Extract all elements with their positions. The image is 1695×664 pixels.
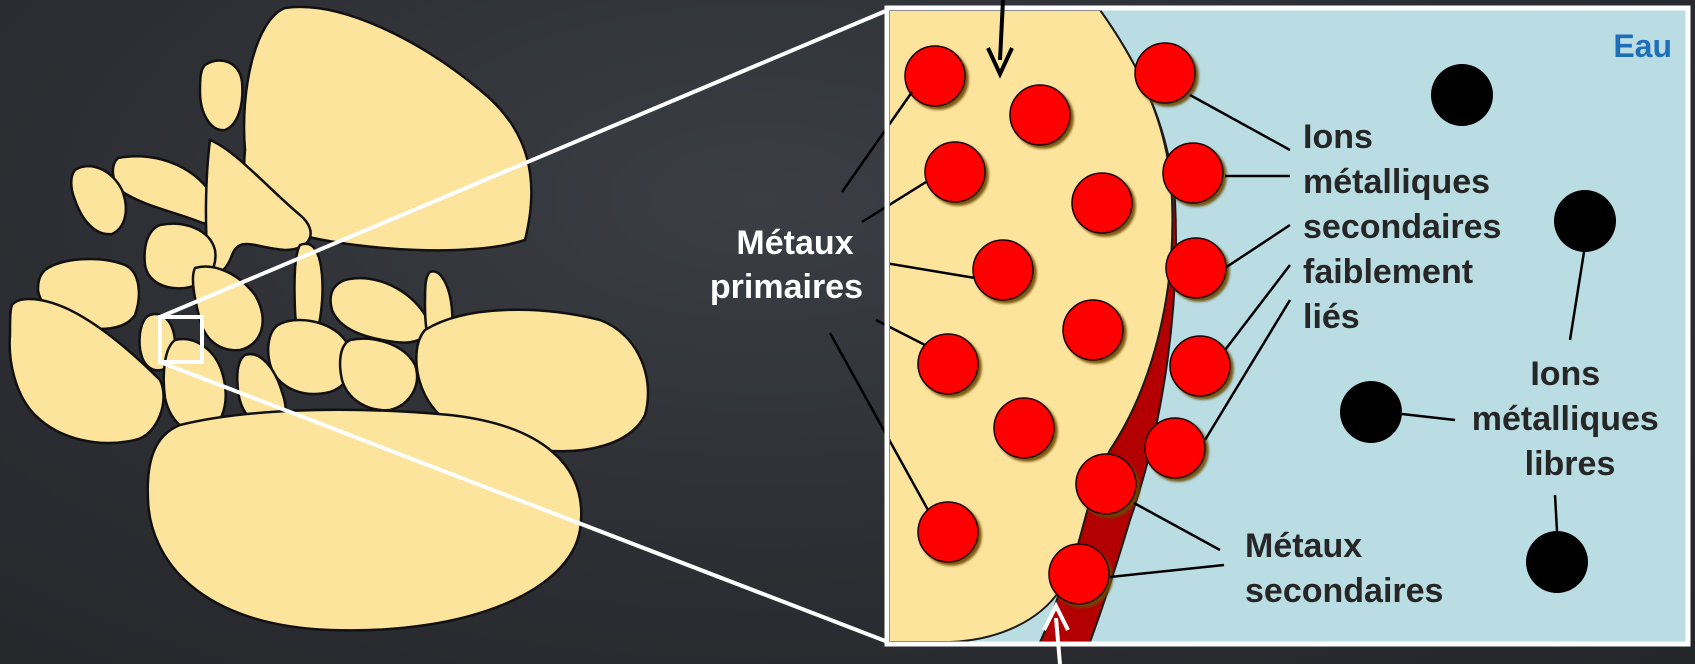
label-free-ions-line: libres [1525, 445, 1616, 483]
primary-metal-particle [905, 46, 965, 106]
grain [113, 156, 219, 224]
weakly-bound-ion-particle [1145, 418, 1205, 478]
primary-metal-particle [994, 398, 1054, 458]
grain [148, 410, 582, 631]
primary-metal-particle [1072, 173, 1132, 233]
primary-metal-particle [973, 240, 1033, 300]
primary-metal-particle [918, 502, 978, 562]
weakly-bound-ion-particle [1170, 336, 1230, 396]
label-weak-ions-line: secondaires [1303, 208, 1501, 246]
primary-metal-particle [925, 142, 985, 202]
label-weak-ions-line: Ions [1303, 118, 1373, 156]
free-ion-particle [1340, 381, 1402, 443]
label-primary-metals-line: Métaux [736, 224, 853, 262]
free-ion-particle [1526, 531, 1588, 593]
grain [340, 339, 417, 410]
primary-metal-particle [1063, 300, 1123, 360]
weakly-bound-ion-particle [1135, 43, 1195, 103]
grain [331, 278, 429, 342]
sediment-grain-cluster [10, 7, 648, 630]
label-primary-metals-line: primaires [710, 268, 863, 306]
free-ion-particle [1431, 64, 1493, 126]
primary-metal-particle [1010, 85, 1070, 145]
label-water: Eau [1613, 28, 1672, 64]
label-weak-ions-line: métalliques [1303, 163, 1490, 201]
weakly-bound-ion-particle [1166, 238, 1226, 298]
label-primary-metals: Métaux primaires [710, 224, 863, 306]
secondary-metal-particle [1076, 454, 1136, 514]
grain [200, 60, 242, 130]
label-free-ions-line: métalliques [1472, 400, 1659, 438]
primary-metal-particle [918, 334, 978, 394]
label-secondary-metals-line: Métaux [1245, 527, 1362, 565]
free-ion-particle [1554, 190, 1616, 252]
weakly-bound-ion-particle [1163, 143, 1223, 203]
label-weak-ions-line: liés [1303, 298, 1360, 336]
grain [10, 299, 164, 443]
label-free-ions-line: Ions [1530, 355, 1600, 393]
secondary-metal-particle [1049, 544, 1109, 604]
label-secondary-metals-line: secondaires [1245, 572, 1443, 610]
label-weak-ions-line: faiblement [1303, 253, 1473, 291]
